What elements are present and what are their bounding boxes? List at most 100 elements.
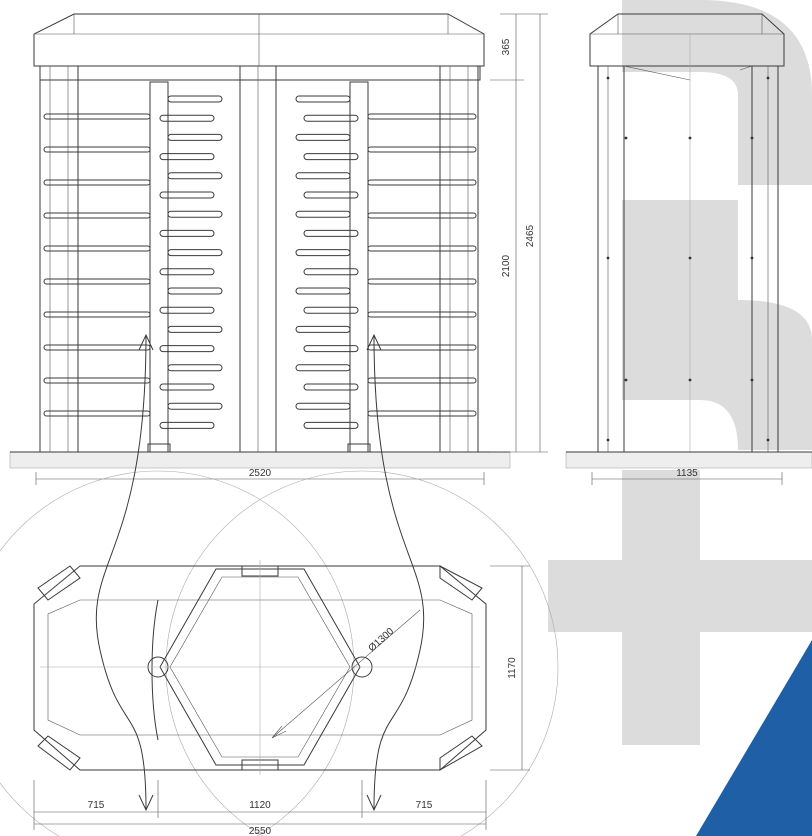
rotor-arm (167, 133, 223, 141)
brand-watermark (548, 0, 812, 745)
dim-side-width: 1135 (676, 468, 698, 479)
dim-front-roof-height: 365 (501, 38, 512, 55)
rotor-arm (167, 249, 223, 257)
front-right-rotor-shaft (349, 81, 369, 453)
side-bolt-dots (606, 76, 770, 442)
fence-bar (43, 212, 151, 219)
plan-left-passage-path (95, 334, 147, 811)
plan-right-passage-path (373, 334, 425, 811)
fence-bar (367, 410, 477, 417)
plan-left-rotor-circle (0, 470, 355, 836)
rotor-arm (159, 114, 215, 122)
fence-bar (367, 311, 477, 318)
rotor-arm (303, 268, 359, 276)
bolt-dot (750, 136, 754, 140)
rotor-arm (295, 402, 351, 410)
bolt-dot (750, 378, 754, 382)
fence-bar (367, 146, 477, 153)
bolt-dot (688, 256, 692, 260)
rotor-arm (303, 114, 359, 122)
fence-bar (43, 410, 151, 417)
fence-bar (43, 179, 151, 186)
rotor-arm (295, 210, 351, 218)
fence-bar (43, 245, 151, 252)
rotor-arm (303, 345, 359, 353)
rotor-arm (295, 364, 351, 372)
rotor-arm (167, 402, 223, 410)
plan-arrow-left-up (138, 333, 154, 351)
rotor-arm (295, 325, 351, 333)
rotor-arm (167, 325, 223, 333)
side-left-post (597, 65, 625, 453)
side-view: 1135 (565, 13, 812, 485)
dim-plan-rotor-diameter: Ø1300 (366, 626, 396, 655)
fence-bar (367, 113, 477, 120)
dim-front-passage-height: 2100 (501, 254, 512, 277)
brand-corner-triangle (696, 640, 812, 836)
fence-bar (367, 212, 477, 219)
fence-bar (43, 344, 151, 351)
plan-arrow-right-up (366, 333, 382, 351)
rotor-arm (303, 229, 359, 237)
plan-arrow-right-down (366, 794, 382, 812)
fence-bar (43, 311, 151, 318)
rotor-arm (159, 306, 215, 314)
plan-corner-post-bl (37, 735, 81, 771)
side-ground (565, 451, 812, 469)
rotor-arm (295, 287, 351, 295)
plan-view: Ø1300 715 1120 715 2550 1170 (0, 333, 559, 836)
rotor-arm (167, 364, 223, 372)
watermark-letter-u (622, 200, 812, 450)
rotor-arm (159, 383, 215, 391)
watermark-letter-n (622, 0, 812, 185)
bolt-dot (606, 438, 610, 442)
dim-plan-center: 1120 (249, 800, 271, 811)
bolt-dot (606, 256, 610, 260)
bolt-dot (766, 76, 770, 80)
fence-bar (367, 179, 477, 186)
rotor-arm (159, 229, 215, 237)
dim-front-width: 2520 (249, 468, 272, 479)
front-right-post (439, 65, 479, 453)
front-fence-bars (43, 113, 477, 417)
fence-bar (43, 278, 151, 285)
rotor-arm (295, 133, 351, 141)
rotor-arm (167, 287, 223, 295)
fence-bar (367, 278, 477, 285)
rotor-arm (303, 153, 359, 161)
rotor-arm (167, 95, 223, 103)
fence-bar (367, 344, 477, 351)
rotor-arm (295, 95, 351, 103)
fence-bar (43, 377, 151, 384)
bolt-dot (606, 76, 610, 80)
rotor-arm (295, 249, 351, 257)
bolt-dot (688, 378, 692, 382)
fence-bar (367, 245, 477, 252)
plan-corner-post-tr (439, 565, 483, 601)
front-dimensions: 2520 2465 2100 365 (35, 13, 548, 485)
rotor-arm (159, 153, 215, 161)
rotor-arm (303, 191, 359, 199)
fence-bar (367, 377, 477, 384)
plan-corner-post-tl (37, 565, 81, 601)
rotor-arm (159, 421, 215, 429)
dim-plan-depth: 1170 (507, 657, 518, 679)
rotor-arm (303, 421, 359, 429)
dim-front-total-height: 2465 (525, 224, 536, 247)
front-left-rotor-shaft (149, 81, 169, 453)
bolt-dot (688, 136, 692, 140)
front-view: 2520 2465 2100 365 (9, 13, 548, 485)
fence-bar (43, 113, 151, 120)
rotor-arm (167, 210, 223, 218)
rotor-arm (167, 172, 223, 180)
front-left-post (39, 65, 79, 453)
front-rotor-arms (159, 95, 359, 429)
plan-dimensions: 715 1120 715 2550 1170 (33, 565, 530, 836)
rotor-arm (303, 306, 359, 314)
plan-arrow-left-down (138, 794, 154, 812)
rotor-arm (303, 383, 359, 391)
watermark-letter-t (548, 470, 812, 745)
rotor-arm (159, 191, 215, 199)
plan-left-passage-path-inner (151, 599, 159, 741)
rotor-arm (295, 172, 351, 180)
